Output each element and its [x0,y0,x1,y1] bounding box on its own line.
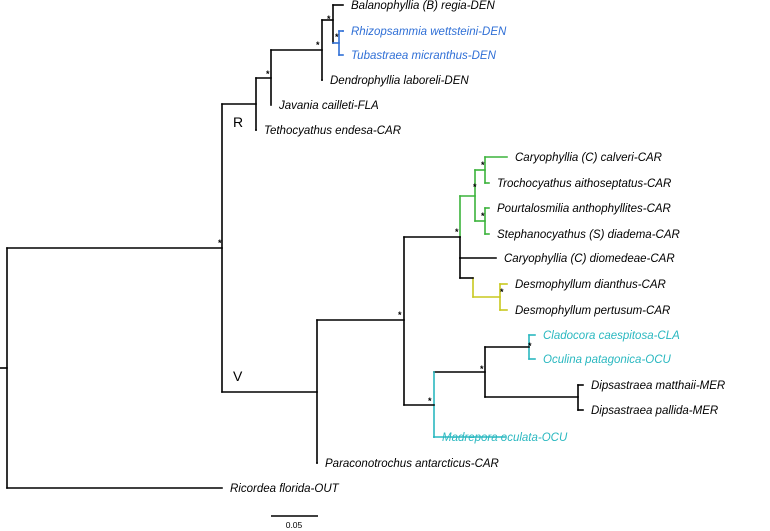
support-star: * [218,238,222,248]
support-star: * [481,160,485,170]
support-star: * [481,211,485,221]
tip-label: Cladocora caespitosa-CLA [543,330,680,342]
support-markers: * * * * * * * * * * * * * * [218,14,532,406]
support-star: * [335,32,339,42]
tip-label: Desmophyllum dianthus-CAR [515,279,666,291]
clade-label-v: V [233,368,243,384]
support-star: * [327,14,331,24]
tip-label: Desmophyllum pertusum-CAR [515,305,670,317]
tree-branches [0,4,584,489]
tip-label: Balanophyllia (B) regia-DEN [351,0,496,12]
scale-bar-label: 0.05 [286,520,303,530]
tip-label: Madrepora oculata-OCU [442,432,568,444]
support-star: * [473,182,477,192]
tip-label: Tubastraea micranthus-DEN [351,50,497,62]
support-star: * [266,69,270,79]
tip-label: Caryophyllia (C) diomedeae-CAR [504,253,675,265]
tip-label: Oculina patagonica-OCU [543,354,672,366]
support-star: * [398,310,402,320]
tip-label: Stephanocyathus (S) diadema-CAR [497,229,680,241]
tip-label: Dipsastraea matthaii-MER [591,380,725,392]
support-star: * [500,287,504,297]
tip-label: Caryophyllia (C) calveri-CAR [515,152,662,164]
tip-labels: Balanophyllia (B) regia-DEN Rhizopsammia … [230,0,725,495]
support-star: * [528,341,532,351]
support-star: * [480,364,484,374]
scale-bar: 0.05 [271,515,318,530]
support-star: * [316,40,320,50]
tip-label: Ricordea florida-OUT [230,483,340,495]
tip-label: Dipsastraea pallida-MER [591,405,718,417]
tip-label: Tethocyathus endesa-CAR [264,125,401,137]
tip-label: Javania cailleti-FLA [278,100,379,112]
support-star: * [428,396,432,406]
tip-label: Dendrophyllia laboreli-DEN [330,75,469,87]
tip-label: Pourtalosmilia anthophyllites-CAR [497,203,671,215]
support-star: * [455,227,459,237]
tip-label: Trochocyathus aithoseptatus-CAR [497,178,671,190]
clade-label-r: R [233,114,243,130]
tip-label: Paraconotrochus antarcticus-CAR [325,458,499,470]
tip-label: Rhizopsammia wettsteini-DEN [351,26,507,38]
